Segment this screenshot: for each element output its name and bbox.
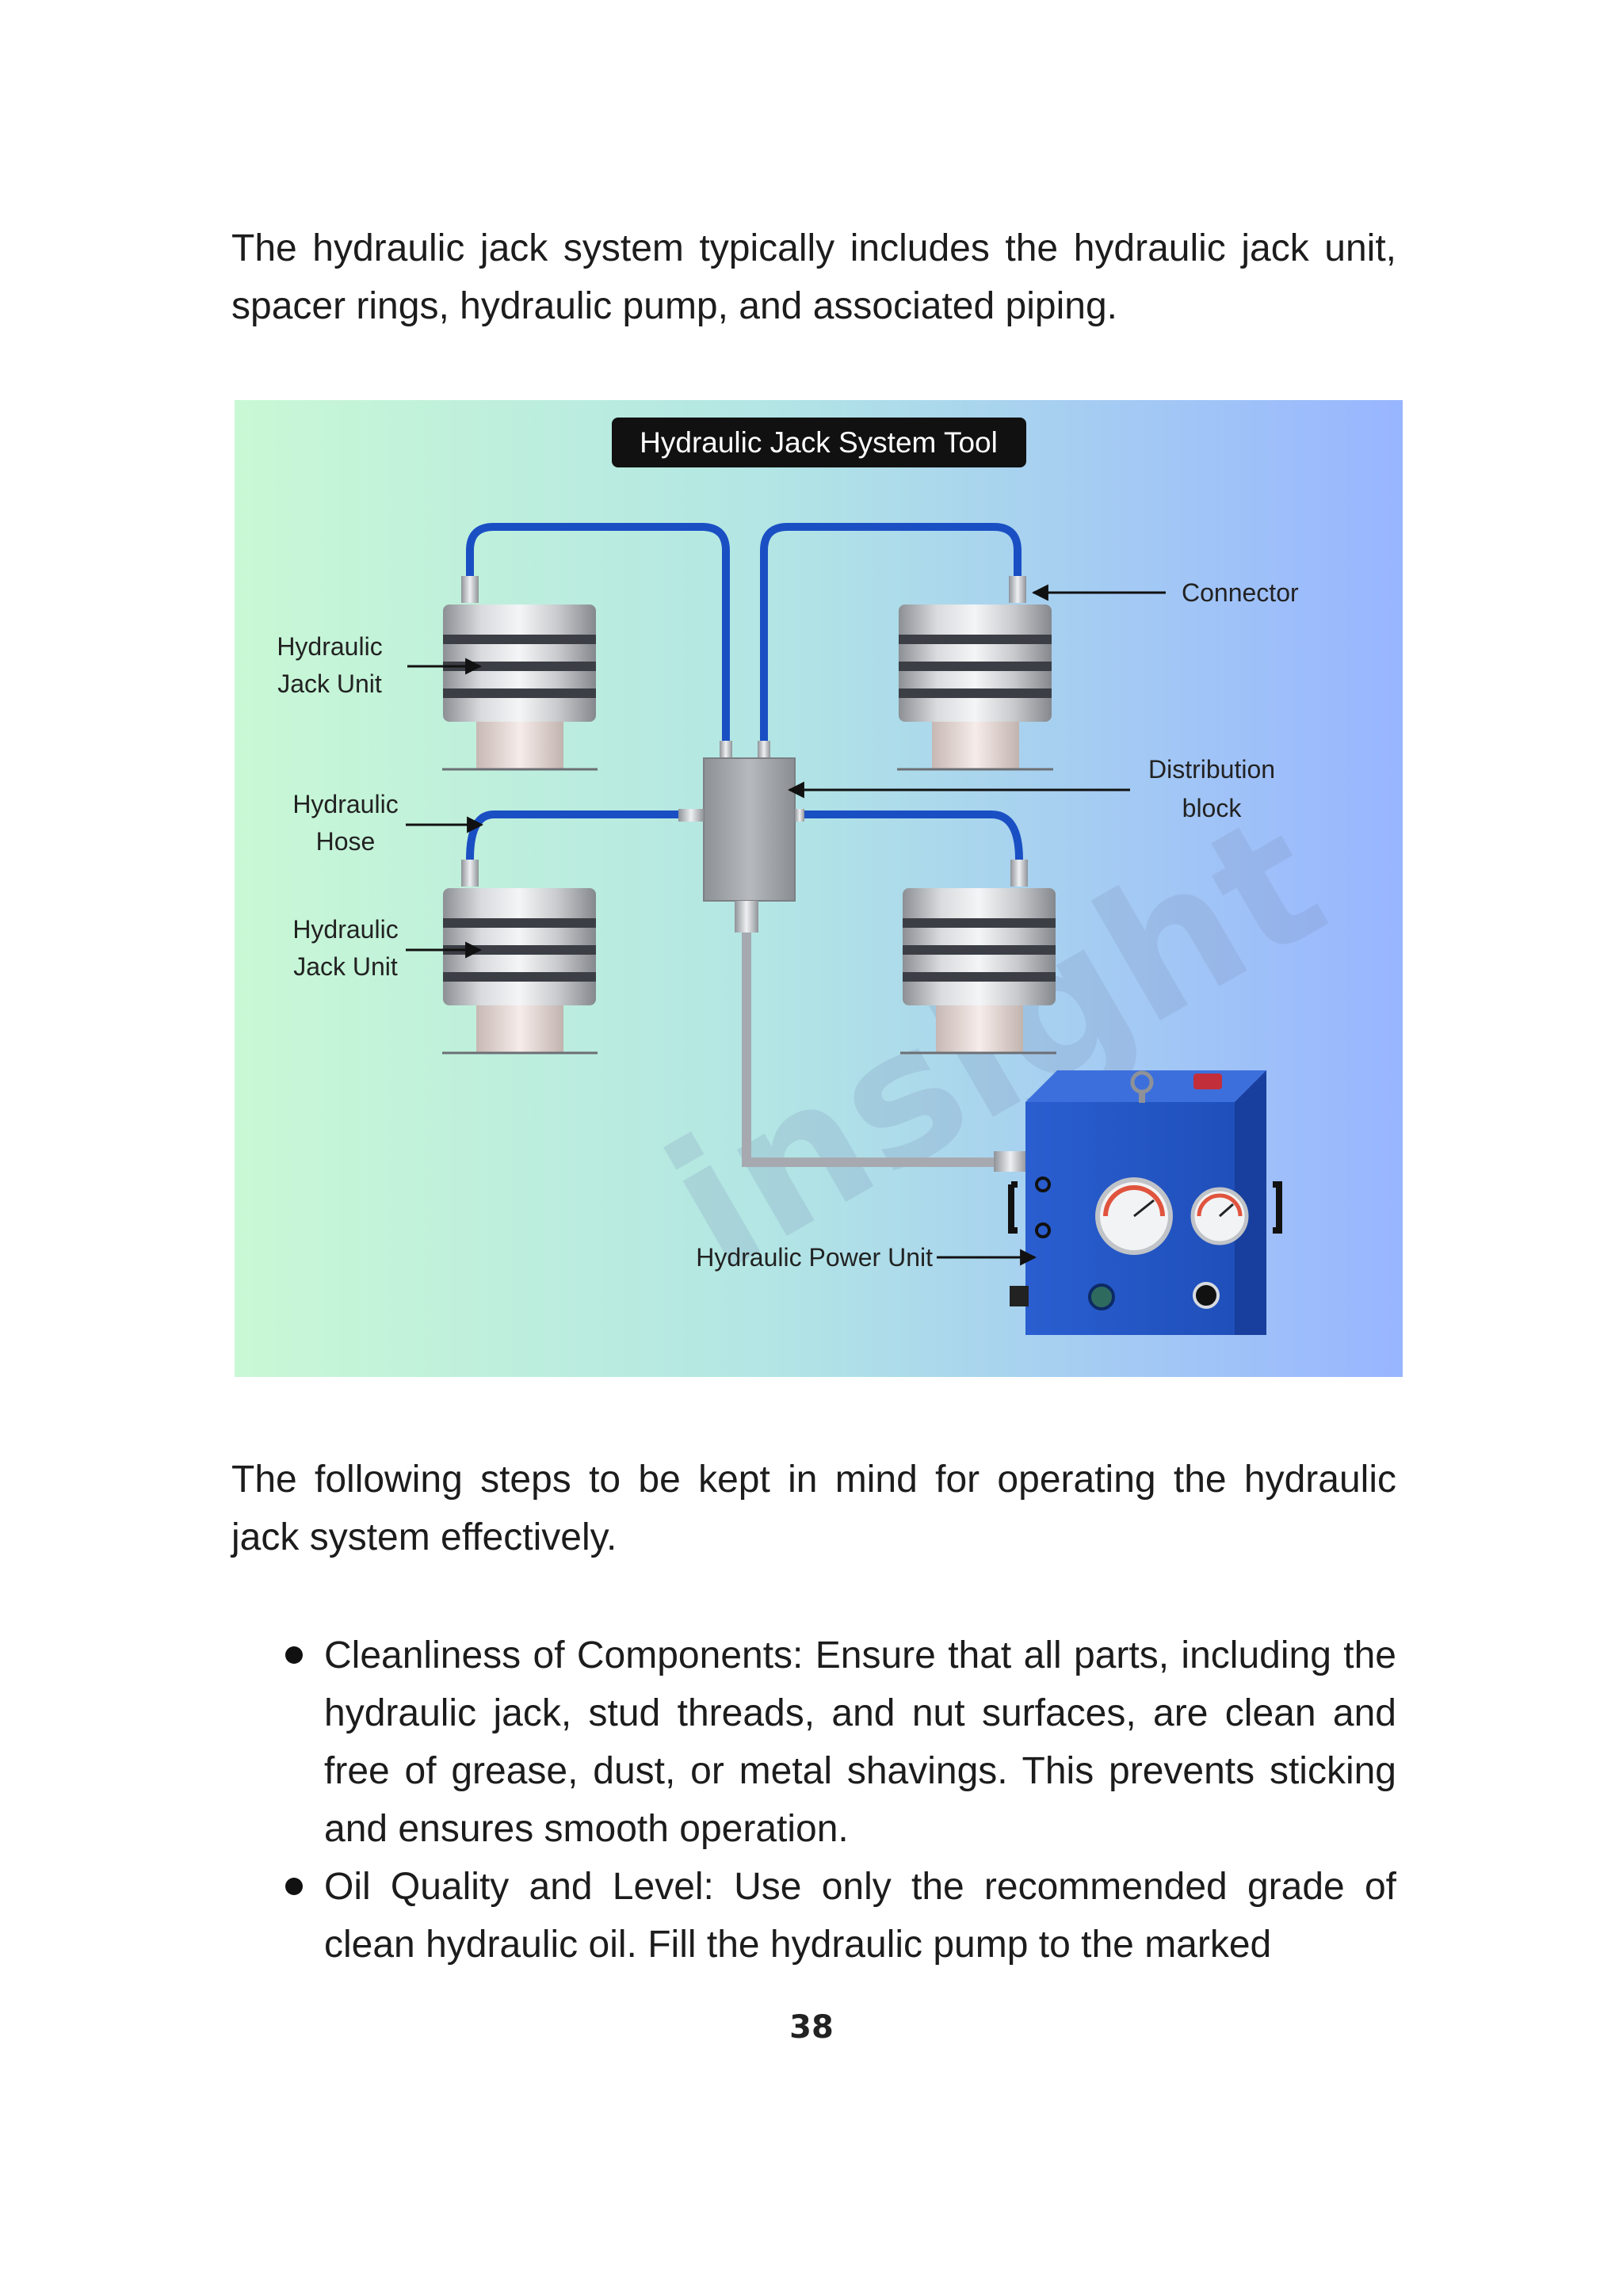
label-distribution-line2: block [1182, 794, 1243, 822]
hydraulic-jack-unit-bottom-left [442, 860, 598, 1055]
steel-pipe [742, 933, 995, 1167]
hydraulic-jack-system-figure: insight Hydraulic Jack System Tool [235, 400, 1403, 1377]
figure-title-badge [612, 418, 1026, 467]
bullet-dot [285, 1878, 303, 1895]
distribution-block [678, 741, 804, 933]
figure-title: Hydraulic Jack System Tool [640, 426, 998, 459]
list-item-text: Cleanliness of Components: Ensure that a… [324, 1634, 1396, 1850]
hydraulic-jack-unit-top-right [897, 576, 1053, 771]
label-arrows [406, 584, 1166, 1266]
label-jack-unit-top-line2: Jack Unit [277, 669, 382, 698]
operating-steps-list: Cleanliness of Components: Ensure that a… [231, 1627, 1396, 1978]
label-jack-unit-bottom-line1: Hydraulic [292, 915, 398, 944]
page-number: 38 [789, 2009, 834, 2046]
label-jack-unit-bottom-line2: Jack Unit [293, 952, 398, 981]
bullet-dot [285, 1646, 303, 1664]
hydraulic-power-unit [994, 1070, 1282, 1335]
label-connector: Connector [1182, 578, 1299, 607]
list-item-text: Oil Quality and Level: Use only the reco… [324, 1866, 1396, 1966]
hydraulic-jack-unit-bottom-right [900, 860, 1056, 1055]
list-item: Cleanliness of Components: Ensure that a… [231, 1627, 1396, 1858]
steps-intro-paragraph: The following steps to be kept in mind f… [231, 1459, 1396, 1558]
hydraulic-jack-unit-top-left [442, 576, 598, 771]
intro-paragraph: The hydraulic jack system typically incl… [231, 227, 1396, 327]
label-distribution-line1: Distribution [1148, 755, 1275, 784]
label-power-unit: Hydraulic Power Unit [696, 1243, 933, 1272]
list-item: Oil Quality and Level: Use only the reco… [231, 1858, 1396, 1974]
label-jack-unit-top-line1: Hydraulic [277, 632, 382, 661]
label-hose-line2: Hose [316, 827, 376, 856]
label-hose-line1: Hydraulic [292, 790, 398, 818]
